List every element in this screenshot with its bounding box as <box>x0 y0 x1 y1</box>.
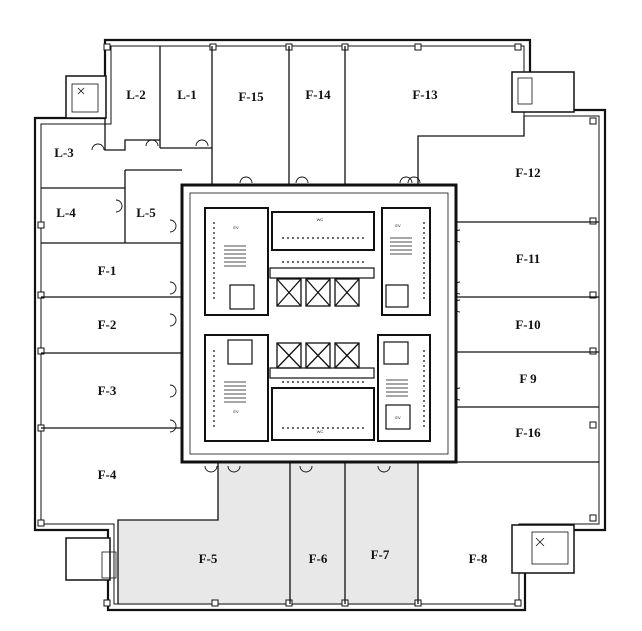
room-labels: L-2 L-1 F-15 F-14 F-13 L-3 L-4 L-5 F-12 … <box>54 87 541 566</box>
svg-text:WC: WC <box>317 217 324 222</box>
door-swings <box>91 139 461 473</box>
room-label-F-2: F-2 <box>98 317 117 332</box>
room-label-L-2: L-2 <box>126 87 146 102</box>
room-label-F-15: F-15 <box>238 89 264 104</box>
room-label-L-4: L-4 <box>56 205 76 220</box>
room-label-L-5: L-5 <box>136 205 156 220</box>
room-label-F-14: F-14 <box>305 87 331 102</box>
svg-text:EV: EV <box>233 409 239 414</box>
room-label-F-16: F-16 <box>515 425 541 440</box>
room-label-F-7: F-7 <box>371 547 390 562</box>
room-label-F-8: F-8 <box>469 551 488 566</box>
svg-text:EV: EV <box>233 225 239 230</box>
room-label-F-10: F-10 <box>515 317 540 332</box>
room-label-L-3: L-3 <box>54 145 74 160</box>
room-label-F9: F 9 <box>519 371 537 386</box>
partition-walls <box>41 46 599 604</box>
room-label-F-6: F-6 <box>309 551 328 566</box>
room-label-F-11: F-11 <box>516 251 541 266</box>
corner-towers <box>65 71 575 581</box>
room-label-F-3: F-3 <box>98 383 117 398</box>
svg-text:EV: EV <box>395 415 401 420</box>
room-label-F-5: F-5 <box>199 551 218 566</box>
svg-text:EV: EV <box>395 223 401 228</box>
room-label-F-4: F-4 <box>98 467 117 482</box>
core: EV EV EV EV WC WC <box>180 183 458 464</box>
room-label-F-1: F-1 <box>98 263 117 278</box>
room-label-F-13: F-13 <box>412 87 438 102</box>
room-label-L-1: L-1 <box>177 87 197 102</box>
highlighted-area <box>118 462 418 605</box>
room-label-F-12: F-12 <box>515 165 540 180</box>
svg-text:WC: WC <box>317 429 324 434</box>
